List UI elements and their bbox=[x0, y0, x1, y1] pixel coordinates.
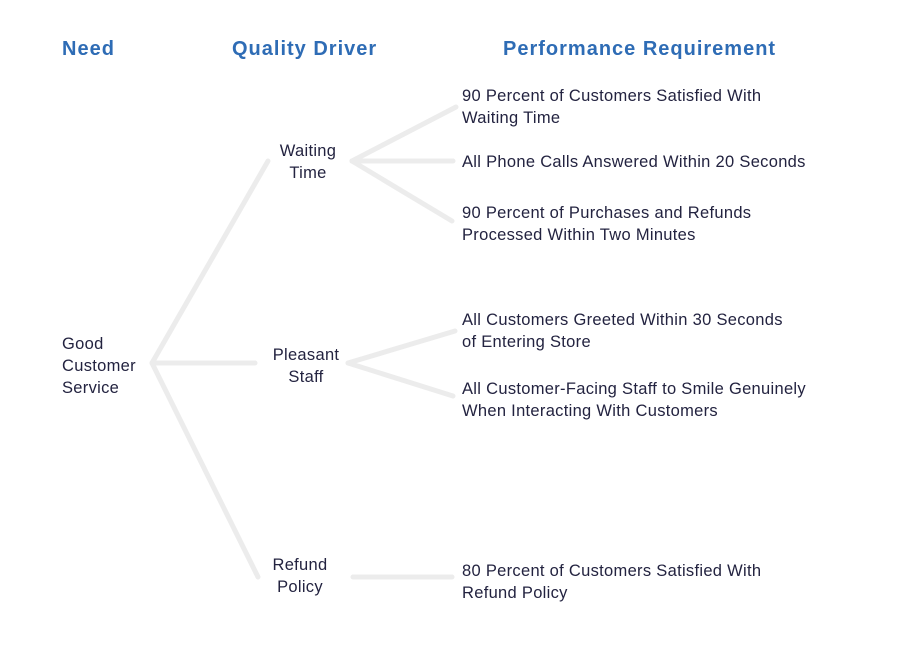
requirement-purchases-refunds-processed: 90 Percent of Purchases and Refunds Proc… bbox=[462, 204, 752, 244]
requirement-phone-calls-answered: All Phone Calls Answered Within 20 Secon… bbox=[462, 153, 806, 171]
requirement-waiting-time-satisfaction: 90 Percent of Customers Satisfied With W… bbox=[462, 87, 762, 127]
column-header-quality-driver: Quality Driver bbox=[232, 38, 378, 60]
driver-node-waiting-time: Waiting Time bbox=[279, 142, 337, 182]
edge-waiting-req-2 bbox=[349, 158, 455, 224]
driver-node-refund-policy: Refund Policy bbox=[272, 556, 328, 596]
column-header-performance-requirement: Performance Requirement bbox=[503, 38, 777, 60]
requirement-customers-greeted: All Customers Greeted Within 30 Seconds … bbox=[462, 311, 783, 351]
edge-root-waiting-time bbox=[149, 158, 271, 366]
requirement-staff-smile: All Customer-Facing Staff to Smile Genui… bbox=[462, 380, 806, 420]
requirement-refund-policy-satisfaction: 80 Percent of Customers Satisfied With R… bbox=[462, 562, 762, 602]
driver-node-pleasant-staff: Pleasant Staff bbox=[272, 346, 340, 386]
edge-pleasant-req-1 bbox=[345, 360, 456, 399]
edge-pleasant-req-0 bbox=[345, 328, 458, 366]
root-node-good-customer-service: Good Customer Service bbox=[62, 335, 136, 397]
edge-root-refund-policy bbox=[149, 360, 261, 580]
edge-waiting-req-0 bbox=[349, 104, 459, 164]
column-header-need: Need bbox=[62, 38, 115, 60]
